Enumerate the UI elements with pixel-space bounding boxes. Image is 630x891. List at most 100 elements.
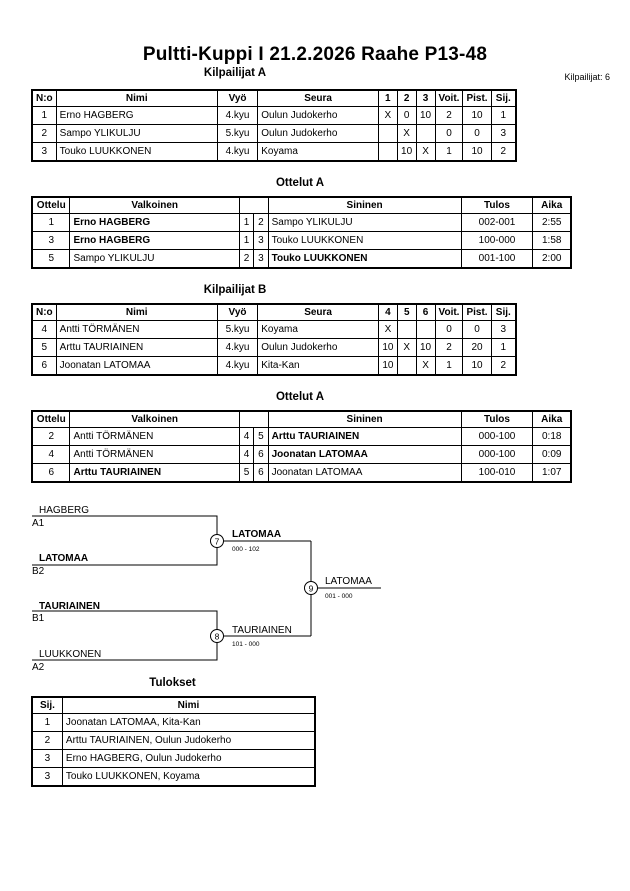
table-cell: 3 xyxy=(253,249,269,269)
m8-winner: TAURIAINEN xyxy=(232,625,292,636)
table-cell: X xyxy=(415,356,436,376)
table-cell: Arttu TAURIAINEN xyxy=(55,338,218,357)
m8-top-name: TAURIAINEN xyxy=(39,601,100,612)
matches-a-heading: Ottelut A xyxy=(275,177,325,189)
table-cell xyxy=(396,320,417,339)
table-cell: 1 xyxy=(490,338,517,357)
table-cell: 5 xyxy=(31,249,71,269)
col-header: Aika xyxy=(532,196,572,214)
table-cell: Joonatan LATOMAA xyxy=(267,445,462,464)
match-9-number: 9 xyxy=(309,584,314,594)
table-cell: 2 xyxy=(434,106,464,125)
table-cell: Oulun Judokerho xyxy=(257,106,379,125)
col-header: Voit. xyxy=(434,89,464,107)
m8-bottom-seed: A2 xyxy=(32,662,45,673)
table-cell: 000-100 xyxy=(460,427,534,446)
table-cell: X xyxy=(377,320,398,339)
table-cell: Sampo YLIKULJU xyxy=(55,124,218,143)
col-header: Ottelu xyxy=(31,410,71,428)
matches-a-header-row: Ottelu Valkoinen Sininen Tulos Aika xyxy=(31,196,572,214)
table-cell: 2 xyxy=(490,356,517,376)
m7-score: 000 - 102 xyxy=(232,546,260,553)
m9-winner: LATOMAA xyxy=(325,576,372,587)
pool-a-header-row: N:o Nimi Vyö Seura 1 2 3 Voit. Pist. Sij… xyxy=(31,89,517,107)
table-cell: 1 xyxy=(31,106,57,125)
col-header: Sij. xyxy=(490,89,517,107)
table-cell xyxy=(377,142,398,162)
table-cell: 3 xyxy=(490,320,517,339)
table-cell: 10 xyxy=(462,356,492,376)
table-cell: 5 xyxy=(31,338,57,357)
col-header: Pist. xyxy=(462,303,492,321)
table-cell: 2 xyxy=(434,338,464,357)
match-8-number: 8 xyxy=(215,632,220,642)
matches-b-heading: Ottelut A xyxy=(275,391,325,403)
table-cell: Erno HAGBERG xyxy=(69,231,240,250)
table-cell: 3 xyxy=(31,749,63,768)
col-header: Seura xyxy=(257,303,379,321)
table-cell: 5 xyxy=(253,427,269,446)
col-header: 6 xyxy=(415,303,436,321)
table-cell: 100-000 xyxy=(460,231,534,250)
match-7-number: 7 xyxy=(215,537,220,547)
col-header: 4 xyxy=(377,303,398,321)
table-cell: 2 xyxy=(31,124,57,143)
table-cell: 0 xyxy=(434,320,464,339)
matches-b-header-row: Ottelu Valkoinen Sininen Tulos Aika xyxy=(31,410,572,428)
table-cell xyxy=(377,124,398,143)
col-header: 1 xyxy=(377,89,398,107)
table-cell: Antti TÖRMÄNEN xyxy=(69,427,240,446)
col-header: Valkoinen xyxy=(69,196,240,214)
col-header: Aika xyxy=(532,410,572,428)
col-header: Vyö xyxy=(216,89,259,107)
table-cell: Kita-Kan xyxy=(257,356,379,376)
table-cell: 4 xyxy=(31,445,71,464)
pool-b-header-row: N:o Nimi Vyö Seura 4 5 6 Voit. Pist. Sij… xyxy=(31,303,517,321)
pool-b-table: N:o Nimi Vyö Seura 4 5 6 Voit. Pist. Sij… xyxy=(31,303,517,376)
table-cell: Erno HAGBERG xyxy=(55,106,218,125)
table-cell: 20 xyxy=(462,338,492,357)
col-header: N:o xyxy=(31,89,57,107)
match-7-marker xyxy=(210,534,224,548)
table-cell: Koyama xyxy=(257,320,379,339)
col-header: 5 xyxy=(396,303,417,321)
pool-a-heading: Kilpailijat A xyxy=(203,67,267,79)
table-cell: X xyxy=(396,124,417,143)
table-cell: 10 xyxy=(462,106,492,125)
table-cell: 0 xyxy=(434,124,464,143)
table-cell: 2 xyxy=(253,213,269,232)
m8-top-seed: B1 xyxy=(32,613,45,624)
col-header: N:o xyxy=(31,303,57,321)
table-cell: 1 xyxy=(434,142,464,162)
table-cell: 2 xyxy=(490,142,517,162)
pool-b-heading: Kilpailijat B xyxy=(203,284,267,296)
table-cell: 0:09 xyxy=(532,445,572,464)
table-cell: 1 xyxy=(31,213,71,232)
col-header: Nimi xyxy=(55,303,218,321)
table-cell: 4.kyu xyxy=(216,338,259,357)
table-cell: 4.kyu xyxy=(216,142,259,162)
table-cell: 4 xyxy=(31,320,57,339)
participants-count: Kilpailijat: 6 xyxy=(564,72,610,82)
m8-bottom-name: LUUKKONEN xyxy=(39,649,101,660)
table-cell: 001-100 xyxy=(460,249,534,269)
table-cell: 1:07 xyxy=(532,463,572,483)
col-header: Sininen xyxy=(267,196,462,214)
table-cell: Arttu TAURIAINEN xyxy=(69,463,240,483)
m9-score: 001 - 000 xyxy=(325,593,353,600)
